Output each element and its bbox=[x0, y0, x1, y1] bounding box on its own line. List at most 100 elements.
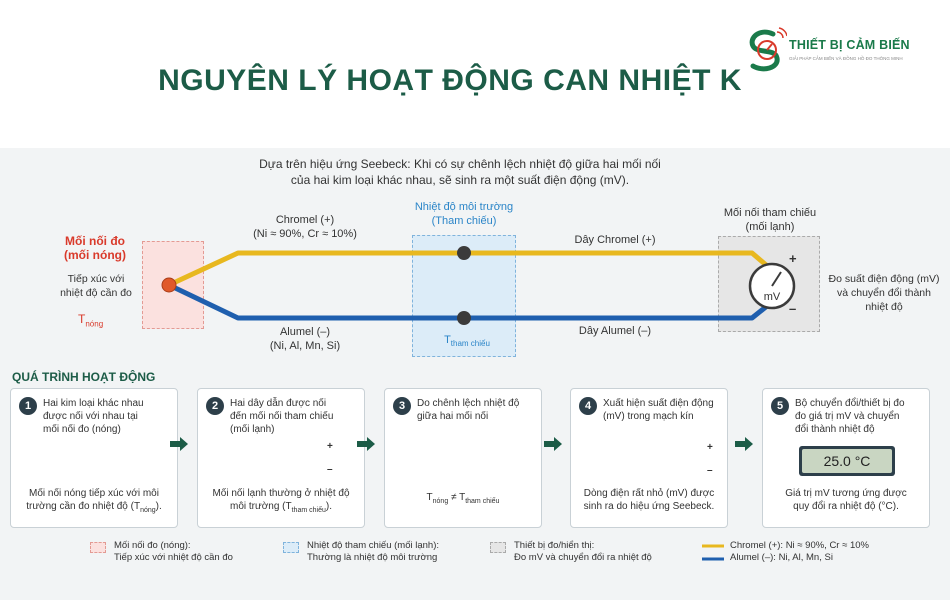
step-1-card: 1 Hai kim loại khác nhau được nối với nh… bbox=[10, 388, 178, 528]
step-5-text-2: đo giá trị mV và chuyển bbox=[795, 411, 900, 422]
step-2-bottom-2a: môi trường (T bbox=[230, 501, 292, 512]
step4-minus: – bbox=[707, 465, 713, 476]
ref-label-2: (Tham chiếu) bbox=[431, 215, 497, 227]
t-hot-sub: nóng bbox=[85, 319, 104, 329]
step-2-bottom-2: môi trường (Ttham chiếu). bbox=[202, 500, 360, 517]
legend-meter-swatch bbox=[490, 542, 506, 553]
meter-needle bbox=[771, 271, 782, 287]
hot-junction-dot bbox=[161, 277, 177, 293]
arrow-right-icon bbox=[735, 437, 753, 451]
step-5-card: 5 Bộ chuyển đổi/thiết bị đo đo giá trị m… bbox=[762, 388, 930, 528]
legend-ref-swatch bbox=[283, 542, 299, 553]
legend-ref: Nhiệt độ tham chiếu (mối lạnh):Thường là… bbox=[307, 540, 439, 564]
hot-title-1: Mối nối đo bbox=[65, 234, 125, 248]
output-line-1: Đo suất điện động (mV) bbox=[828, 273, 940, 285]
step-1-bottom: Mối nối nóng tiếp xúc với môi trường cần… bbox=[15, 487, 173, 517]
step-4-bottom: Dòng điện rất nhỏ (mV) được sinh ra do h… bbox=[575, 487, 723, 513]
step2-minus: – bbox=[327, 464, 333, 475]
hot-desc-2: nhiệt độ cần đo bbox=[60, 287, 132, 299]
hot-desc-1: Tiếp xúc với bbox=[67, 273, 125, 285]
alumel-label-1: Alumel (–) bbox=[279, 326, 331, 338]
step-5-text: Bộ chuyển đổi/thiết bị đo đo giá trị mV … bbox=[795, 397, 905, 436]
legend-meter-2: Đo mV và chuyển đổi ra nhiệt độ bbox=[514, 552, 652, 563]
step-5-bottom-2: quy đổi ra nhiệt độ (°C). bbox=[793, 501, 899, 512]
alumel-wire bbox=[167, 282, 774, 321]
meter-plus: + bbox=[789, 251, 797, 266]
ref-node-chromel bbox=[457, 246, 471, 260]
step-5-text-1: Bộ chuyển đổi/thiết bị đo bbox=[795, 398, 905, 409]
step-3-number: 3 bbox=[393, 397, 411, 415]
chromel-label: Chromel (+) (Ni ≈ 90%, Cr ≈ 10%) bbox=[240, 213, 370, 241]
legend-hot-1: Mối nối đo (nóng): bbox=[114, 540, 191, 551]
step-4-number: 4 bbox=[579, 397, 597, 415]
meter-unit: mV bbox=[763, 291, 781, 303]
meter-minus: – bbox=[789, 301, 797, 316]
step-1-text-2: được nối với nhau tại bbox=[43, 411, 138, 422]
step-5-text-3: đổi thành nhiệt độ bbox=[795, 424, 875, 435]
step-4-card: 4 Xuất hiện suất điện động (mV) trong mạ… bbox=[570, 388, 728, 528]
chromel-label-2: (Ni ≈ 90%, Cr ≈ 10%) bbox=[253, 228, 357, 240]
intro-line-2: của hai kim loại khác nhau, sẽ sinh ra m… bbox=[290, 173, 630, 187]
step-1-text: Hai kim loại khác nhau được nối với nhau… bbox=[43, 397, 144, 436]
hot-title-2: (mối nóng) bbox=[64, 248, 126, 262]
cold-label: Mối nối tham chiếu (mối lạnh) bbox=[712, 206, 828, 234]
chromel-wire bbox=[167, 250, 774, 288]
hot-title: Mối nối đo (mối nóng) bbox=[55, 234, 135, 262]
step-3-text: Do chênh lệch nhiệt độ giữa hai mối nối bbox=[417, 397, 519, 423]
process-heading: QUÁ TRÌNH HOẠT ĐỘNG bbox=[12, 370, 156, 384]
t-ref-sub: tham chiếu bbox=[450, 339, 490, 349]
step-4-bottom-1: Dòng điện rất nhỏ (mV) được bbox=[583, 488, 715, 499]
step-3-bottom: Tnóng ≠ Ttham chiếu bbox=[389, 491, 537, 508]
output-line-2: và chuyển đổi thành bbox=[837, 287, 931, 299]
step-2-text-1: Hai dây dẫn được nối bbox=[230, 398, 327, 409]
step-1-number: 1 bbox=[19, 397, 37, 415]
step-2-bottom-2c: ). bbox=[325, 501, 332, 512]
legend-hot-swatch bbox=[90, 542, 106, 553]
intro-text: Dựa trên hiệu ứng Seebeck: Khi có sự chê… bbox=[160, 156, 760, 188]
step-2-bottom: Mối nối lạnh thường ở nhiệt độ môi trườn… bbox=[202, 487, 360, 517]
alumel-wire-label: Dây Alumel (–) bbox=[578, 325, 652, 337]
step-2-card: 2 Hai dây dẫn được nối đến mối nối tham … bbox=[197, 388, 365, 528]
step-2-text: Hai dây dẫn được nối đến mối nối tham ch… bbox=[230, 397, 333, 436]
step-3-text-2: giữa hai mối nối bbox=[417, 411, 489, 422]
step-5-bottom: Giá trị mV tương ứng được quy đổi ra nhi… bbox=[767, 487, 925, 513]
brand-name: THIẾT BỊ CẢM BIẾN bbox=[789, 38, 910, 52]
legend-ref-1: Nhiệt độ tham chiếu (mối lạnh): bbox=[307, 540, 440, 551]
legend-wires-2: Alumel (–): Ni, Al, Mn, Si bbox=[730, 552, 833, 563]
arrow-right-icon bbox=[544, 437, 562, 451]
step-4-text-2: (mV) trong mạch kín bbox=[603, 411, 694, 422]
step-2-number: 2 bbox=[206, 397, 224, 415]
legend-wires-1: Chromel (+): Ni ≈ 90%, Cr ≈ 10% bbox=[730, 540, 869, 551]
step-3-card: 3 Do chênh lệch nhiệt độ giữa hai mối nố… bbox=[384, 388, 542, 528]
legend-hot-2: Tiếp xúc với nhiệt độ cần đo bbox=[114, 552, 233, 563]
step-3-bottom-c: ≠ T bbox=[448, 492, 466, 503]
temperature-display: 25.0 °C bbox=[799, 446, 895, 476]
step-3-bottom-b: nóng bbox=[432, 498, 449, 505]
step4-plus: + bbox=[707, 442, 713, 453]
step-4-text: Xuất hiện suất điện động (mV) trong mạch… bbox=[603, 397, 714, 423]
alumel-label-2: (Ni, Al, Mn, Si) bbox=[269, 340, 341, 352]
step-1-bottom-2: trường cần đo nhiệt độ (Tnóng). bbox=[15, 500, 173, 517]
step-5-number: 5 bbox=[771, 397, 789, 415]
intro-line-1: Dựa trên hiệu ứng Seebeck: Khi có sự chê… bbox=[259, 157, 661, 171]
step-1-text-1: Hai kim loại khác nhau bbox=[43, 398, 144, 409]
step-5-bottom-1: Giá trị mV tương ứng được bbox=[785, 488, 907, 499]
t-hot-label: Tnóng bbox=[78, 312, 103, 331]
legend-wires: Chromel (+): Ni ≈ 90%, Cr ≈ 10%Alumel (–… bbox=[730, 540, 869, 564]
step-1-bottom-2b: nóng bbox=[140, 507, 156, 514]
alumel-label: Alumel (–) (Ni, Al, Mn, Si) bbox=[240, 325, 370, 353]
legend-ref-2: Thường là nhiệt độ môi trường bbox=[307, 552, 438, 563]
chromel-wire-label: Dây Chromel (+) bbox=[574, 234, 656, 246]
step-4-bottom-2: sinh ra do hiệu ứng Seebeck. bbox=[583, 501, 715, 512]
step-2-text-3: (mối lạnh) bbox=[230, 424, 275, 435]
step-2-text-2: đến mối nối tham chiếu bbox=[230, 411, 334, 422]
ref-label-1: Nhiệt độ môi trường bbox=[414, 201, 514, 213]
legend-meter-1: Thiết bị đo/hiển thị: bbox=[514, 540, 595, 551]
step2-plus: + bbox=[327, 441, 333, 452]
t-ref-label: Ttham chiếu bbox=[437, 333, 497, 351]
brand-logo: THIẾT BỊ CẢM BIẾN GIẢI PHÁP CẢM BIẾN VÀ … bbox=[745, 26, 945, 74]
ref-label: Nhiệt độ môi trường (Tham chiếu) bbox=[400, 200, 528, 228]
sensor-logo-icon bbox=[749, 27, 787, 72]
step-1-bottom-2c: ). bbox=[155, 501, 162, 512]
legend-hot: Mối nối đo (nóng):Tiếp xúc với nhiệt độ … bbox=[114, 540, 233, 564]
